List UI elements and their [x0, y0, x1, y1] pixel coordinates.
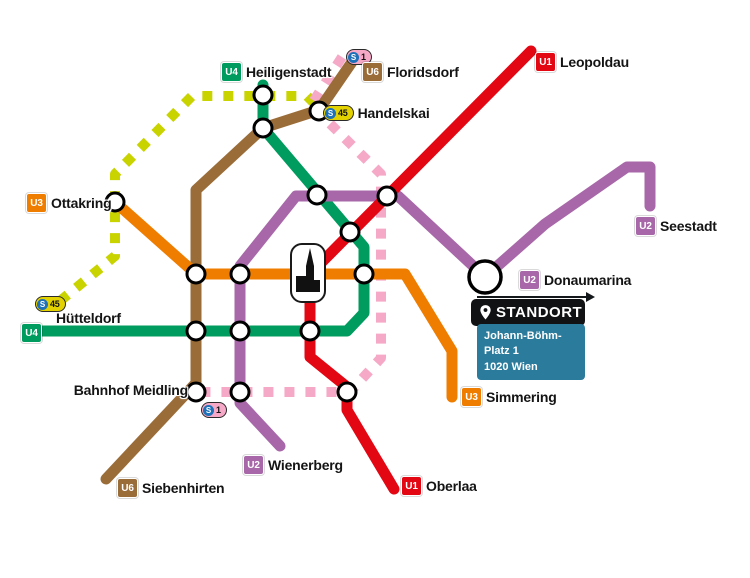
- stephansdom-icon: [290, 243, 326, 303]
- station-marker: [229, 320, 251, 342]
- callout-title: STANDORT: [496, 304, 583, 321]
- label-simmering: U3 Simmering: [461, 387, 557, 407]
- station-marker: [104, 191, 126, 213]
- label-handelskai: S 45 Handelskai: [323, 105, 430, 121]
- station-name: Floridsdorf: [387, 64, 459, 80]
- label-wienerberg: U2 Wienerberg: [243, 455, 343, 475]
- u2-badge: U2: [635, 216, 656, 236]
- station-name: Wienerberg: [268, 457, 343, 473]
- standort-callout-header: STANDORT: [471, 299, 585, 326]
- station-name: Siebenhirten: [142, 480, 225, 496]
- s-bahn-icon: S: [203, 404, 214, 416]
- label-donaumarina: U2 Donaumarina: [519, 270, 631, 290]
- label-oberlaa: U1 Oberlaa: [401, 476, 477, 496]
- label-bahnhof-meidling: Bahnhof Meidling: [73, 382, 188, 398]
- u2-badge: U2: [519, 270, 540, 290]
- s-bahn-badge: S 1: [201, 402, 227, 418]
- u4-badge: U4: [221, 62, 242, 82]
- label-floridsdorf: U6 Floridsdorf: [362, 62, 459, 82]
- s-line-number: 45: [50, 299, 60, 309]
- station-name: Leopoldau: [560, 54, 629, 70]
- station-marker: [252, 117, 274, 139]
- u6-badge: U6: [117, 478, 138, 498]
- label-ottakring: U3 Ottakring: [26, 193, 112, 213]
- u6-badge: U6: [362, 62, 383, 82]
- station-marker: [336, 381, 358, 403]
- u2-line: [234, 161, 656, 452]
- label-leopoldau: U1 Leopoldau: [535, 52, 629, 72]
- standort-callout-address: Johann-Böhm-Platz 1 1020 Wien: [477, 324, 585, 381]
- address-line-2: 1020 Wien: [484, 360, 538, 373]
- station-marker: [185, 381, 207, 403]
- station-name: Oberlaa: [426, 478, 477, 494]
- station-marker: [185, 263, 207, 285]
- u3-badge: U3: [461, 387, 482, 407]
- label-siebenhirten: U6 Siebenhirten: [117, 478, 225, 498]
- s1-badge-bottom: S 1: [201, 402, 227, 418]
- s45-badge-huetteldorf: S 45: [35, 296, 66, 312]
- s-bahn-badge: S 45: [323, 105, 354, 121]
- station-marker: [306, 184, 328, 206]
- location-pin-icon: [480, 305, 491, 320]
- donaumarina-station-marker: [467, 259, 503, 295]
- u1-badge: U1: [535, 52, 556, 72]
- label-heiligenstadt: U4 Heiligenstadt: [221, 62, 332, 82]
- station-markers: [104, 84, 398, 403]
- s1-badge-top: S 1: [346, 49, 372, 65]
- station-name: Simmering: [486, 389, 557, 405]
- station-marker: [229, 263, 251, 285]
- s-bahn-icon: S: [348, 51, 359, 63]
- station-marker: [185, 320, 207, 342]
- address-line-1: Johann-Böhm-Platz 1: [484, 330, 562, 358]
- s-bahn-badge: S 45: [35, 296, 66, 312]
- u6-line: [100, 56, 358, 485]
- s-line-number: 45: [338, 108, 348, 118]
- s1-line: [198, 54, 386, 397]
- label-seestadt: U2 Seestadt: [635, 216, 717, 236]
- station-marker: [252, 84, 274, 106]
- station-name: Donaumarina: [544, 272, 632, 288]
- station-name: Handelskai: [357, 105, 430, 121]
- station-name: Ottakring: [51, 195, 112, 211]
- s-bahn-badge: S 1: [346, 49, 372, 65]
- u4-badge: U4: [21, 323, 42, 343]
- s-line-number: 1: [216, 405, 221, 415]
- station-marker: [339, 221, 361, 243]
- u3-line: [109, 196, 458, 403]
- station-marker: [229, 381, 251, 403]
- station-name: Seestadt: [660, 218, 717, 234]
- station-name: Heiligenstadt: [246, 64, 332, 80]
- s-line-number: 1: [361, 52, 366, 62]
- callout-leader-line: [477, 296, 587, 298]
- station-marker: [299, 320, 321, 342]
- s-bahn-icon: S: [325, 107, 336, 119]
- u4-badge-huetteldorf: U4: [21, 323, 42, 343]
- s45-line: [56, 91, 323, 305]
- station-marker: [376, 185, 398, 207]
- u3-badge: U3: [26, 193, 47, 213]
- u1-badge: U1: [401, 476, 422, 496]
- station-marker: [353, 263, 375, 285]
- u2-badge: U2: [243, 455, 264, 475]
- callout-leader-arrowhead: [586, 292, 595, 302]
- label-huetteldorf: Hütteldorf: [56, 310, 121, 326]
- s-bahn-icon: S: [37, 298, 48, 310]
